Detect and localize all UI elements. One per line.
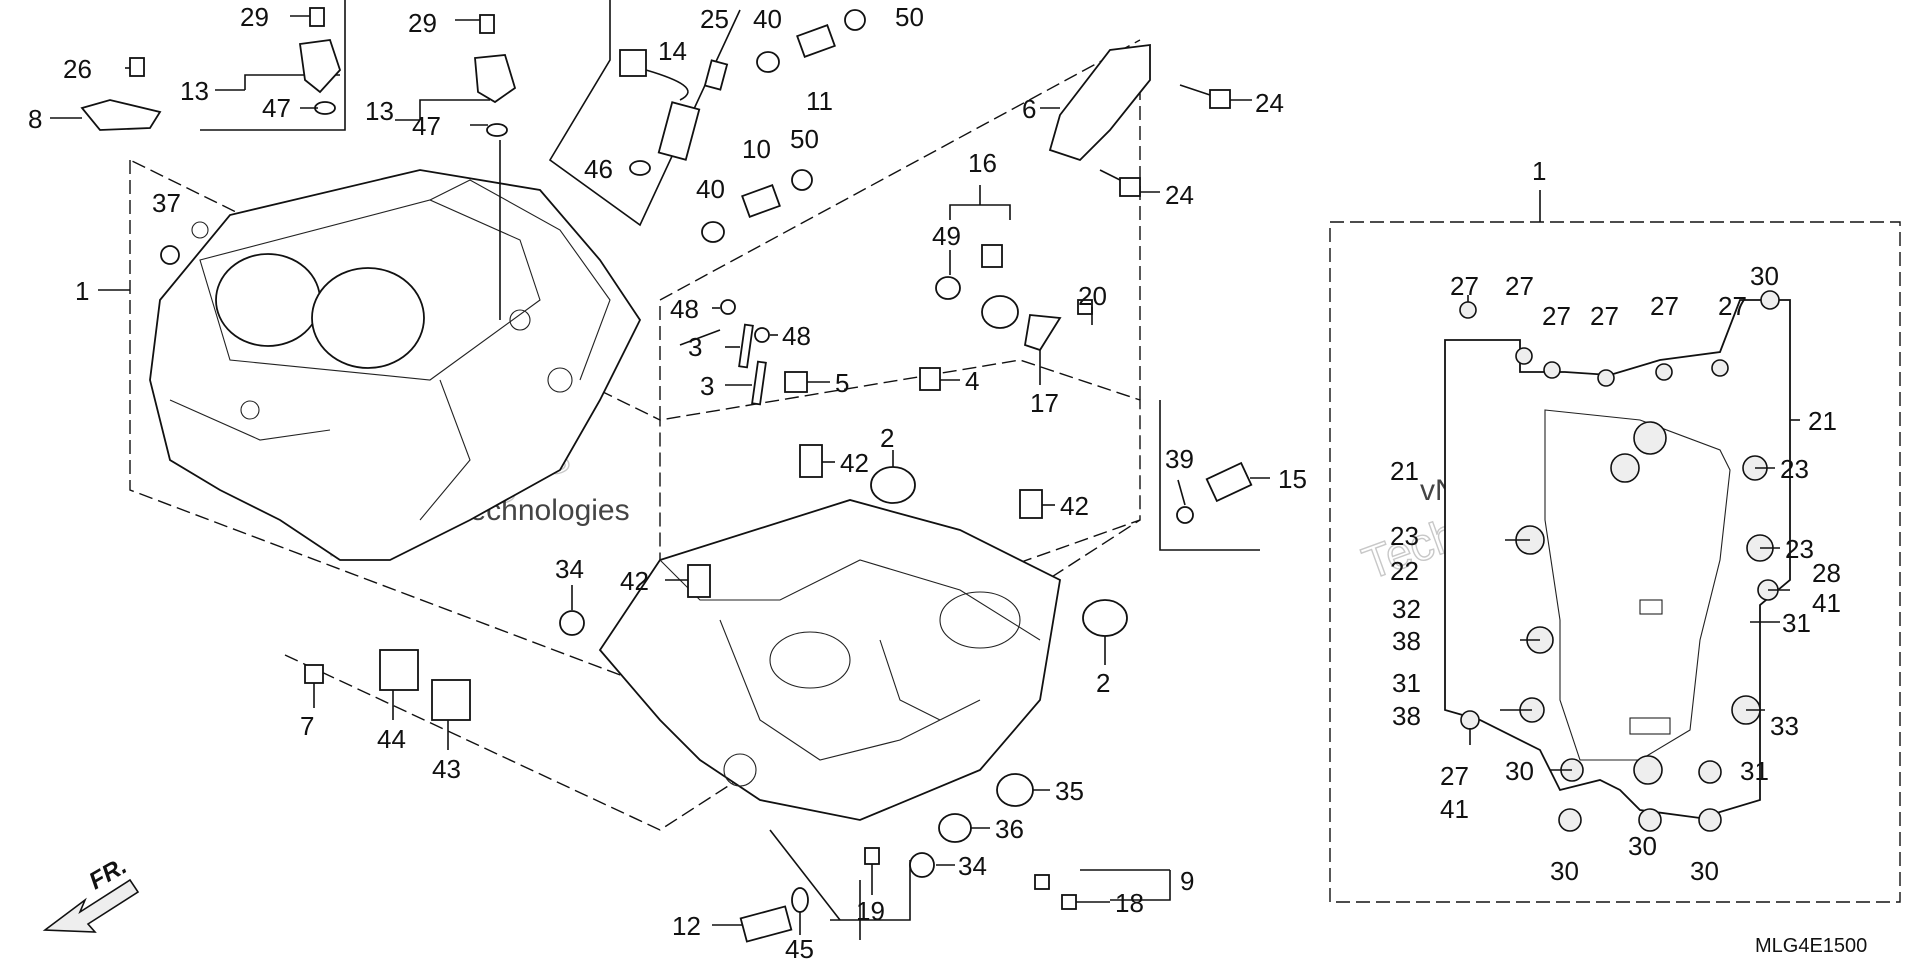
- callout: 30: [1690, 856, 1719, 886]
- crankcase-bolt-pattern: [1444, 290, 1791, 832]
- callout: 40: [696, 174, 725, 204]
- callout: 1: [75, 276, 89, 306]
- cylinder-bore-1: [215, 253, 321, 347]
- callout: 38: [1392, 626, 1421, 656]
- callouts-left: 29 26 13 47 8 29 13 47 25 40 50 14 11 46…: [28, 2, 1307, 964]
- callout: 20: [1078, 281, 1107, 311]
- callout: 42: [840, 448, 869, 478]
- callouts-right: 1 27 27 27 27 27 27 30 21 21 23 23 23 22…: [1390, 156, 1841, 886]
- callout: 21: [1390, 456, 1419, 486]
- callout: 3: [700, 371, 714, 401]
- callout: 30: [1550, 856, 1579, 886]
- callout: 31: [1392, 668, 1421, 698]
- callout: 27: [1590, 301, 1619, 331]
- callout: 45: [785, 934, 814, 960]
- callout: 47: [412, 111, 441, 141]
- callout: 41: [1812, 588, 1841, 618]
- callout: 37: [152, 188, 181, 218]
- callout: 34: [958, 851, 987, 881]
- callout: 12: [672, 911, 701, 941]
- lower-crankcase: [598, 499, 1061, 821]
- callout: 24: [1255, 88, 1284, 118]
- callout: 29: [408, 8, 437, 38]
- callout: 5: [835, 368, 849, 398]
- callout: 48: [782, 321, 811, 351]
- front-arrow-icon: [42, 878, 140, 933]
- callout: 10: [742, 134, 771, 164]
- callout: 30: [1750, 261, 1779, 291]
- callout: 48: [670, 294, 699, 324]
- callout: 17: [1030, 388, 1059, 418]
- callout: 23: [1780, 454, 1809, 484]
- callout: 6: [1022, 94, 1036, 124]
- callout: 14: [658, 36, 687, 66]
- callout: 7: [300, 711, 314, 741]
- callout: 36: [995, 814, 1024, 844]
- callout: 33: [1770, 711, 1799, 741]
- callout: 44: [377, 724, 406, 754]
- callout: 16: [968, 148, 997, 178]
- callout: 9: [1180, 866, 1194, 896]
- callout: 42: [620, 566, 649, 596]
- callout: 2: [1096, 668, 1110, 698]
- callout: 50: [790, 124, 819, 154]
- callout: 22: [1390, 556, 1419, 586]
- callout: 26: [63, 54, 92, 84]
- callout: 40: [753, 4, 782, 34]
- callout: 31: [1740, 756, 1769, 786]
- callout: 39: [1165, 444, 1194, 474]
- callout: 27: [1440, 761, 1469, 791]
- callout: 31: [1782, 608, 1811, 638]
- callout: 43: [432, 754, 461, 784]
- callout: 18: [1115, 888, 1144, 918]
- callout: 46: [584, 154, 613, 184]
- diagram-code: MLG4E1500: [1755, 935, 1867, 957]
- callout: 30: [1628, 831, 1657, 861]
- callout: 23: [1390, 521, 1419, 551]
- cylinder-bore-2: [311, 267, 425, 369]
- callout: 49: [932, 221, 961, 251]
- callout: 41: [1440, 794, 1469, 824]
- callout: 27: [1450, 271, 1479, 301]
- upper-crankcase: [149, 169, 642, 561]
- callout: 28: [1812, 558, 1841, 588]
- callout: 1: [1532, 156, 1546, 186]
- callout: 38: [1392, 701, 1421, 731]
- callout: 32: [1392, 594, 1421, 624]
- callout: 34: [555, 554, 584, 584]
- callout: 50: [895, 2, 924, 32]
- callout: 13: [180, 76, 209, 106]
- callout: 27: [1718, 291, 1747, 321]
- callout: 27: [1505, 271, 1534, 301]
- callout: 21: [1808, 406, 1837, 436]
- callout: 4: [965, 366, 979, 396]
- callout: 47: [262, 93, 291, 123]
- callout: 23: [1785, 534, 1814, 564]
- callout: 3: [688, 332, 702, 362]
- callout: 24: [1165, 180, 1194, 210]
- leader-lines: [50, 15, 1800, 935]
- callout: 15: [1278, 464, 1307, 494]
- callout: 11: [806, 86, 833, 116]
- callout: 13: [365, 96, 394, 126]
- callout: 8: [28, 104, 42, 134]
- callout: 42: [1060, 491, 1089, 521]
- callout: 2: [880, 423, 894, 453]
- small-parts: [42, 7, 1253, 943]
- callout: 27: [1650, 291, 1679, 321]
- callout: 27: [1542, 301, 1571, 331]
- callout: 19: [856, 896, 885, 926]
- callout: 30: [1505, 756, 1534, 786]
- callout: 35: [1055, 776, 1084, 806]
- callout: 25: [700, 4, 729, 34]
- callout: 29: [240, 2, 269, 32]
